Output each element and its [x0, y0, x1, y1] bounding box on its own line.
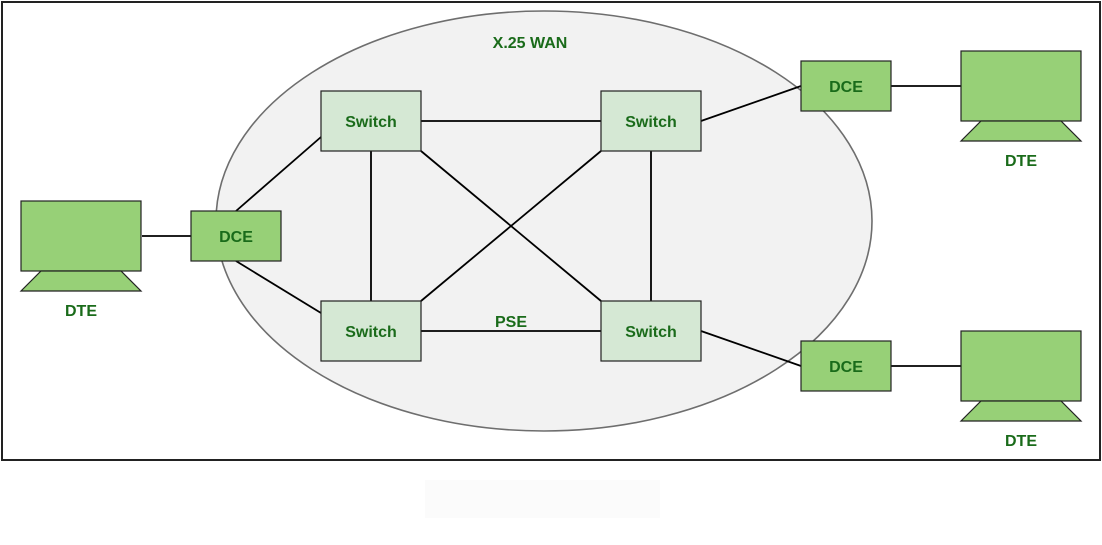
switch-box — [600, 300, 702, 362]
watermark-area — [425, 480, 660, 518]
wan-title: X.25 WAN — [493, 35, 568, 52]
switch-label: Switch — [345, 114, 397, 131]
dce-box — [800, 340, 892, 392]
switch-box — [600, 90, 702, 152]
dte-label: DTE — [1005, 153, 1037, 170]
monitor-icon — [960, 330, 1082, 402]
dce-label: DCE — [829, 359, 863, 376]
monitor-stand-icon — [959, 120, 1083, 142]
dte-top-right: DTE — [959, 50, 1083, 170]
dte-label: DTE — [1005, 433, 1037, 450]
switch-top-right: Switch — [600, 90, 702, 152]
dce-box — [800, 60, 892, 112]
link-dce-left-switch-bl — [235, 260, 322, 314]
switch-bottom-right: Switch — [600, 300, 702, 362]
monitor-stand-icon — [19, 270, 143, 292]
switch-bottom-left: Switch — [320, 300, 422, 362]
link-dce-left-switch-tl — [235, 136, 322, 212]
link-switch-tr-dce-tr — [700, 85, 802, 122]
link-switch-tr-switch-bl — [420, 150, 602, 302]
dce-box — [190, 210, 282, 262]
dce-label: DCE — [219, 229, 253, 246]
monitor-stand-icon — [959, 400, 1083, 422]
switch-box — [320, 90, 422, 152]
monitor-icon — [960, 50, 1082, 122]
links — [142, 85, 961, 367]
dte-label: DTE — [65, 303, 97, 320]
switch-label: Switch — [625, 114, 677, 131]
pse-label: PSE — [495, 314, 527, 331]
switch-label: Switch — [345, 324, 397, 341]
dte-bottom-right: DTE — [959, 330, 1083, 450]
link-switch-br-dce-br — [700, 330, 802, 367]
dce-top-right: DCE — [800, 60, 892, 112]
wan-ellipse — [215, 10, 873, 432]
dce-bottom-right: DCE — [800, 340, 892, 392]
dce-left: DCE — [190, 210, 282, 262]
switch-box — [320, 300, 422, 362]
monitor-icon — [20, 200, 142, 272]
dte-left: DTE — [19, 200, 143, 320]
switch-top-left: Switch — [320, 90, 422, 152]
switch-label: Switch — [625, 324, 677, 341]
dce-label: DCE — [829, 79, 863, 96]
